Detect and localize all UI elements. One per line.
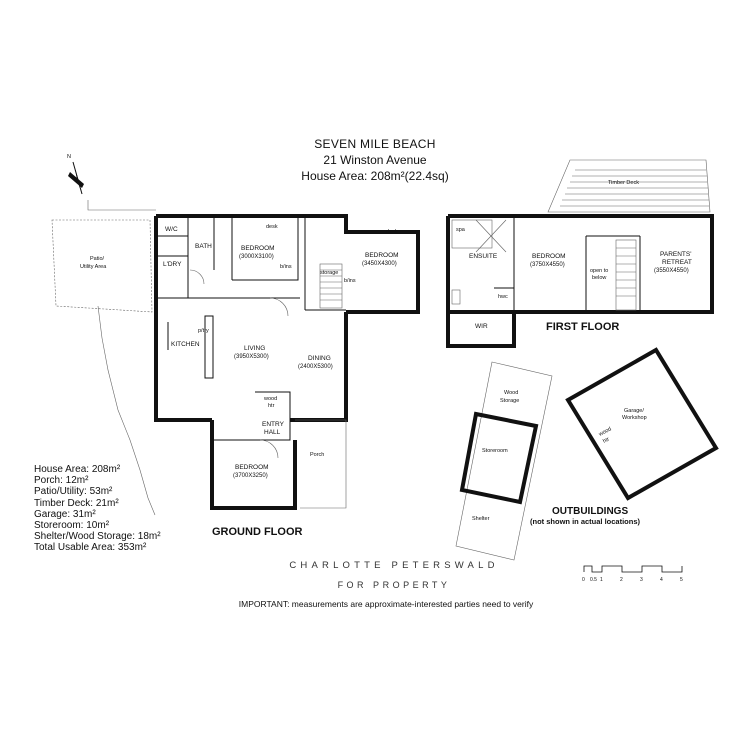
- ground-floor-plan: Patio/ Utility Area: [51, 200, 420, 538]
- brand-name: CHARLOTTE PETERSWALD: [289, 560, 499, 571]
- bedroom-1-dims: (3000X3100): [239, 254, 274, 260]
- area-line: Patio/Utility: 53m²: [34, 486, 113, 498]
- scale-tick-label: 0: [582, 577, 585, 583]
- scale-tick-label: 2: [620, 577, 623, 583]
- patio-label-2: Utility Area: [80, 264, 107, 270]
- dining-label: DINING: [308, 355, 331, 362]
- area-line: Porch: 12m²: [34, 475, 89, 487]
- desk-1-label: desk: [266, 224, 278, 230]
- wood-storage-label: Wood: [504, 390, 518, 396]
- entry-label-2: HALL: [264, 429, 281, 436]
- ensuite-label: ENSUITE: [469, 253, 498, 260]
- pantry-label: p/try: [198, 328, 209, 334]
- hwc-label: hwc: [498, 294, 508, 300]
- wc-label: W/C: [165, 226, 178, 233]
- scale-tick-label: 4: [660, 577, 663, 583]
- bedroom-2-label: BEDROOM: [365, 252, 399, 259]
- storage-label: storage: [320, 270, 338, 276]
- bedroom-3-dims: (3700X3250): [233, 473, 268, 479]
- garage-label: Garage/: [624, 408, 644, 414]
- wir-label: WIR: [475, 323, 488, 330]
- parents-retreat-label: PARENTS': [660, 251, 691, 258]
- garage-workshop: [565, 347, 719, 501]
- area-line: Storeroom: 10m²: [34, 520, 110, 532]
- area-line: Garage: 31m²: [34, 508, 96, 520]
- plan-house-area: House Area: 208m²(22.4sq): [301, 169, 449, 183]
- laundry-label: L'DRY: [163, 261, 182, 268]
- living-dims: (3950X5300): [234, 354, 269, 360]
- area-line: Shelter/Wood Storage: 18m²: [34, 531, 161, 543]
- spa-label: spa: [456, 227, 466, 233]
- wood-storage-label-2: Storage: [500, 398, 519, 404]
- plan-title: SEVEN MILE BEACH: [314, 137, 436, 151]
- scale-tick-label: 3: [640, 577, 643, 583]
- bedroom-2-dims: (3450X4300): [362, 261, 397, 267]
- storeroom-label: Storeroom: [482, 448, 508, 454]
- garage-label-2: Workshop: [622, 415, 647, 421]
- north-arrow-icon: N: [67, 154, 84, 195]
- wood-heater-label: wood: [263, 396, 277, 402]
- brand-tagline: FOR PROPERTY: [337, 580, 451, 590]
- area-line: Timber Deck: 21m²: [34, 497, 119, 509]
- area-line: House Area: 208m²: [34, 464, 121, 475]
- scale-tick-label: 0.5: [590, 577, 597, 583]
- shelter-label: Shelter: [472, 516, 490, 522]
- builtins-2-label: b/ins: [344, 278, 356, 284]
- kitchen-label: KITCHEN: [171, 341, 200, 348]
- dining-dims: (2400X5300): [298, 364, 333, 370]
- garage-heater-label: wood: [597, 426, 612, 438]
- scale-tick-label: 5: [680, 577, 683, 583]
- ground-floor-title: GROUND FLOOR: [212, 526, 302, 538]
- first-floor-plan: Timber Deck spa ENSUITE hwc WIR BEDROOM …: [446, 159, 714, 348]
- open-to-below-label-2: below: [592, 275, 606, 281]
- porch-label: Porch: [310, 452, 324, 458]
- wood-heater-label-2: htr: [268, 403, 275, 409]
- living-label: LIVING: [244, 345, 265, 352]
- patio-label: Patio/: [90, 256, 105, 262]
- desk-2-label: desk: [386, 229, 398, 235]
- bedroom-1-label: BEDROOM: [241, 245, 275, 252]
- first-bedroom-dims: (3750X4550): [530, 262, 565, 268]
- timber-deck: [547, 159, 711, 213]
- patio-area: [51, 219, 153, 313]
- scale-tick-label: 1: [600, 577, 603, 583]
- parents-retreat-dims: (3550X4550): [654, 268, 689, 274]
- bedroom-3-label: BEDROOM: [235, 464, 269, 471]
- north-label: N: [67, 154, 71, 160]
- first-floor-title: FIRST FLOOR: [546, 321, 619, 333]
- area-line: Total Usable Area: 353m²: [34, 542, 147, 554]
- open-to-below-label: open to: [590, 268, 608, 274]
- garage-heater-label-2: htr: [602, 436, 611, 444]
- plan-address: 21 Winston Avenue: [323, 153, 427, 167]
- builtins-1-label: b/ins: [280, 264, 292, 270]
- area-summary: House Area: 208m² Porch: 12m² Patio/Util…: [34, 464, 161, 554]
- timber-deck-label: Timber Deck: [608, 180, 639, 186]
- shelter-wood-storage: [455, 361, 553, 561]
- outbuildings-plan: Wood Storage Storeroom Shelter Garage/ W…: [455, 347, 719, 561]
- entry-label: ENTRY: [262, 421, 285, 428]
- bath-label: BATH: [195, 243, 212, 250]
- disclaimer-note: IMPORTANT: measurements are approximate-…: [238, 599, 534, 609]
- parents-retreat-label-2: RETREAT: [662, 259, 692, 266]
- outbuildings-subtitle: (not shown in actual locations): [530, 517, 641, 526]
- first-bedroom-label: BEDROOM: [532, 253, 566, 260]
- outbuildings-title: OUTBUILDINGS: [552, 506, 628, 517]
- storeroom: [459, 411, 539, 505]
